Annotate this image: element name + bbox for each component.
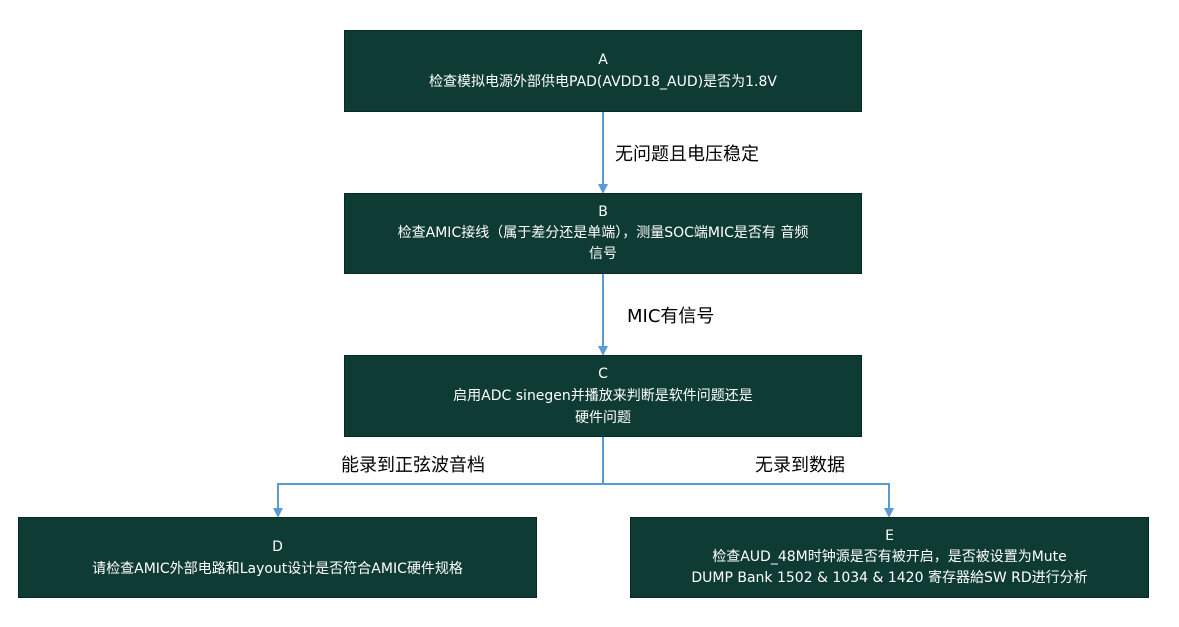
edge-label-b-c: MIC有信号 [627,306,715,327]
node-a-id: A [598,52,608,68]
node-b-text-line2: 信号 [589,246,617,262]
node-d-id: D [272,538,283,555]
node-b-id: B [598,204,608,220]
node-a: A 检查模拟电源外部供电PAD(AVDD18_AUD)是否为1.8V [344,30,862,112]
node-d: D 请检查AMIC外部电路和Layout设计是否符合AMIC硬件规格 [18,517,537,598]
edge-label-a-b: 无问题且电压稳定 [615,144,759,165]
node-a-text: 检查模拟电源外部供电PAD(AVDD18_AUD)是否为1.8V [429,74,777,90]
node-c-text-line2: 硬件问题 [575,410,631,426]
node-e-id: E [885,528,894,544]
node-c: C 启用ADC sinegen并播放来判断是软件问题还是 硬件问题 [344,355,862,437]
node-c-text-line1: 启用ADC sinegen并播放来判断是软件问题还是 [453,388,753,404]
node-e: E 检查AUD_48M时钟源是否有被开启，是否被设置为Mute DUMP Ban… [630,517,1149,598]
node-e-text-line2: DUMP Bank 1502 & 1034 & 1420 寄存器給SW RD进行… [691,570,1088,586]
node-e-text-line1: 检查AUD_48M时钟源是否有被开启，是否被设置为Mute [712,549,1067,565]
edge-label-c-e: 无录到数据 [755,455,845,476]
node-c-id: C [598,366,608,382]
edge-label-c-d: 能录到正弦波音档 [341,455,485,476]
node-b: B 检查AMIC接线（属于差分还是单端），测量SOC端MIC是否有 音频 信号 [344,193,862,274]
node-b-text-line1: 检查AMIC接线（属于差分还是单端），测量SOC端MIC是否有 音频 [397,225,809,241]
node-d-text: 请检查AMIC外部电路和Layout设计是否符合AMIC硬件规格 [92,560,463,577]
